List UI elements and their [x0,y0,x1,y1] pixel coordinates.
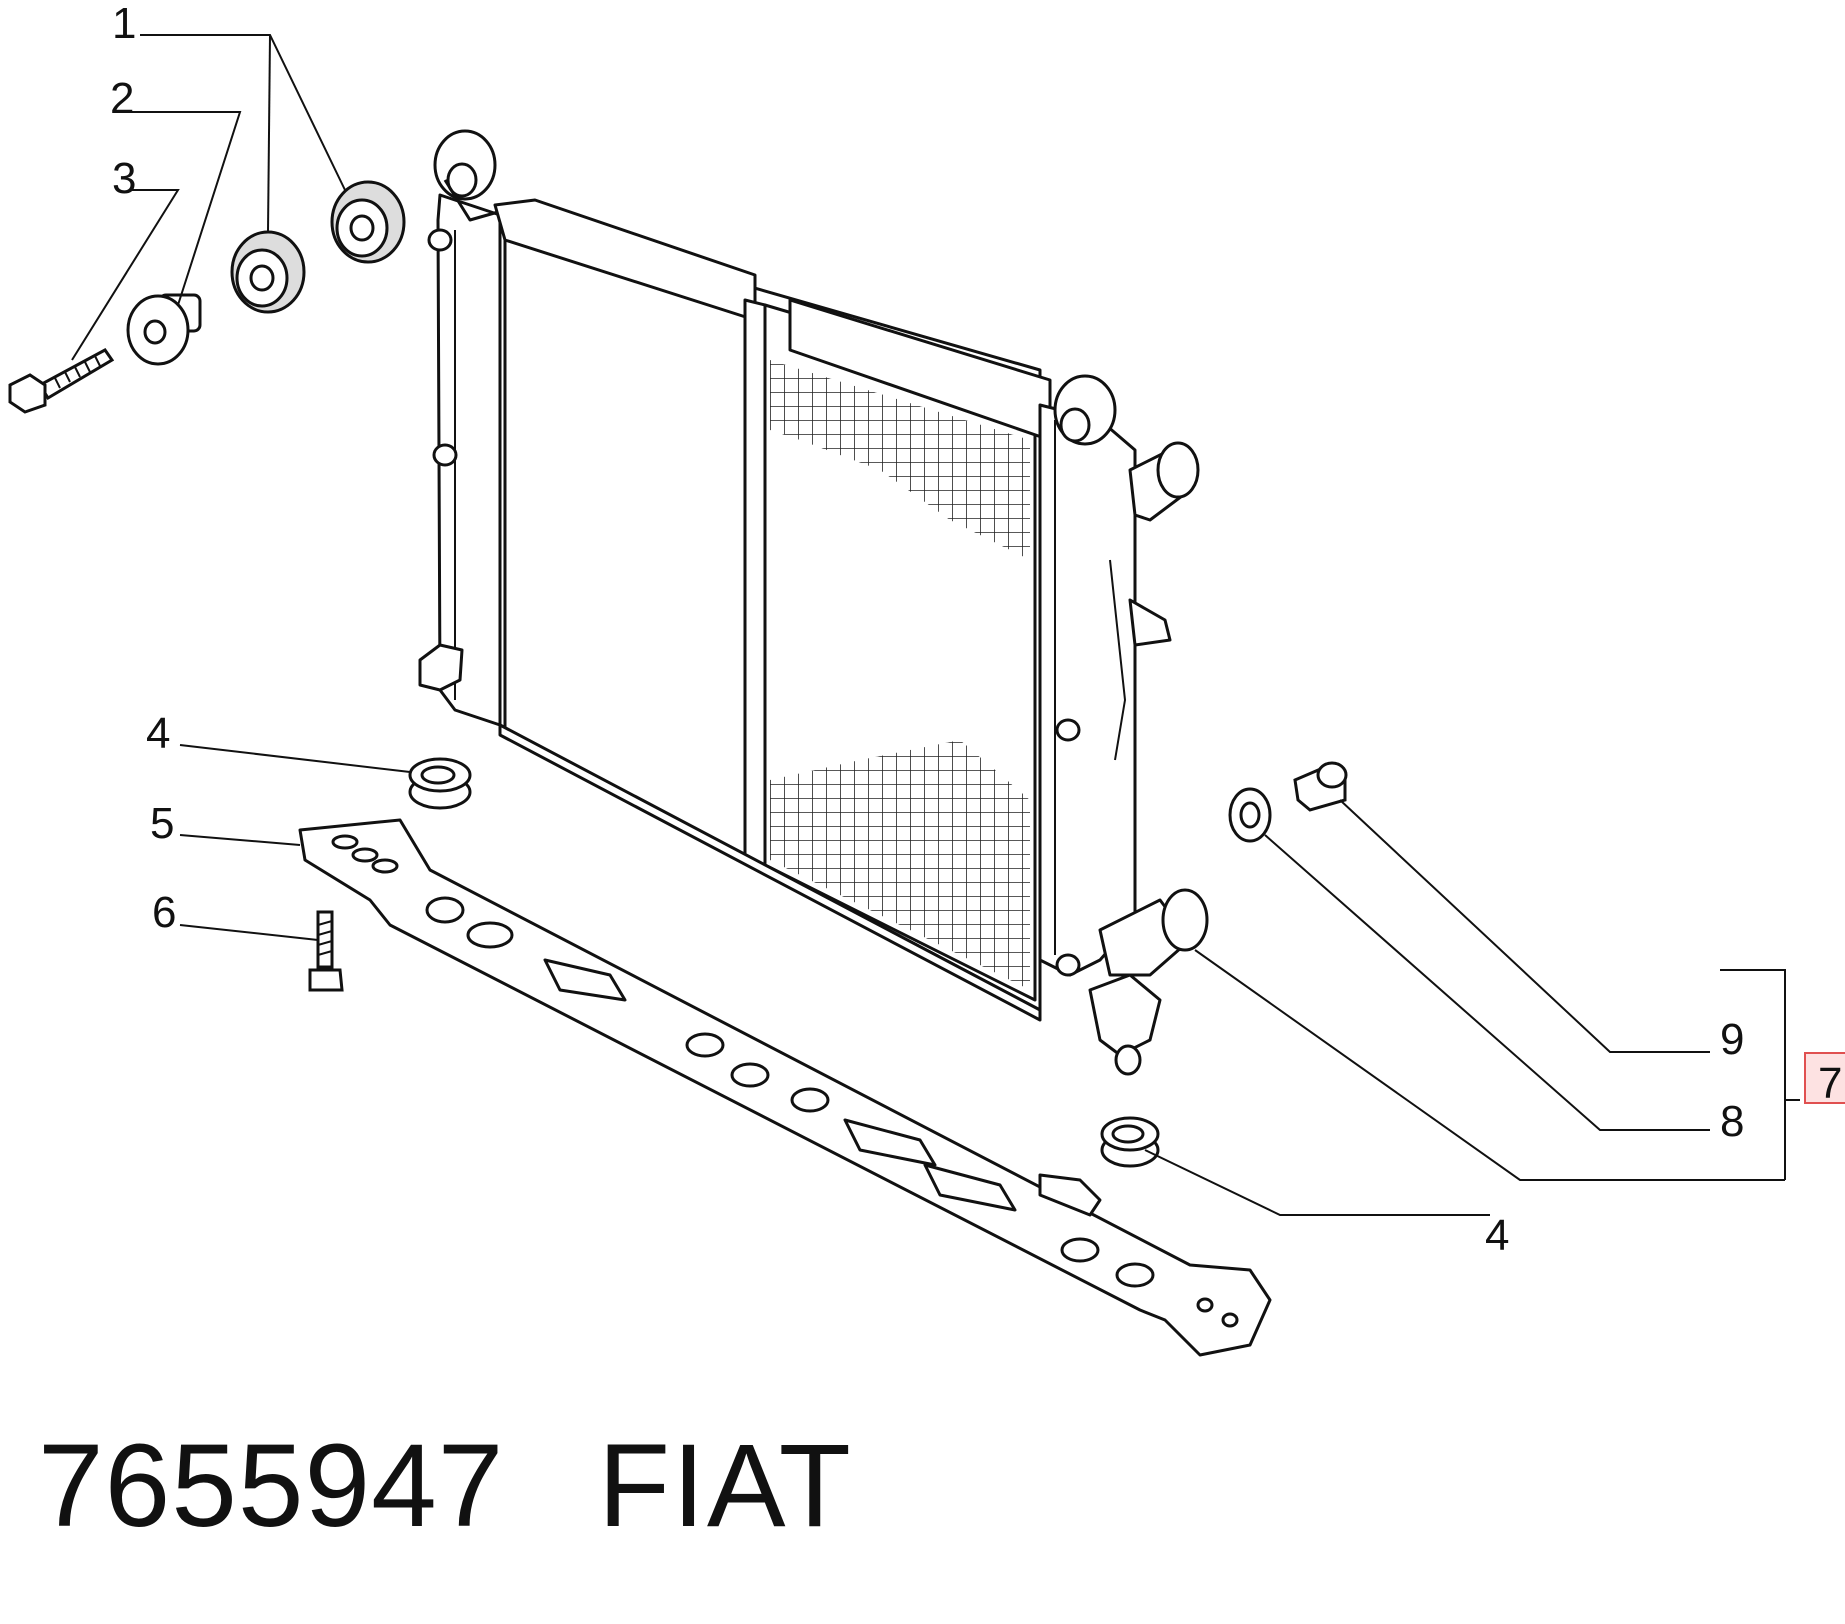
callout-1: 1 [112,0,136,48]
callout-8: 8 [1720,1097,1744,1146]
callout-9: 9 [1720,1015,1744,1064]
callout-7-highlight [1804,1052,1845,1104]
rubber-bushing-upper [330,180,406,264]
radiator [418,129,1209,1076]
brand-name: FIAT [598,1420,853,1552]
cross-member-bracket [298,818,1272,1357]
washer [1228,787,1272,843]
grommet-right [1100,1116,1160,1168]
bolt [8,348,115,414]
spacer [126,293,202,366]
drain-plug [1293,761,1348,812]
part-number: 7655947 [38,1420,505,1552]
callout-6: 6 [152,888,176,937]
callout-7: 7 [1818,1059,1842,1108]
callout-5: 5 [150,799,174,848]
callout-4-left: 4 [146,709,170,758]
leader-lines [71,34,1800,1216]
callout-3: 3 [112,154,136,203]
grommet-left [408,757,472,810]
rubber-bushing-lower [230,230,306,314]
stud [308,910,344,992]
callout-2: 2 [110,74,134,123]
callout-4-right: 4 [1485,1211,1509,1260]
